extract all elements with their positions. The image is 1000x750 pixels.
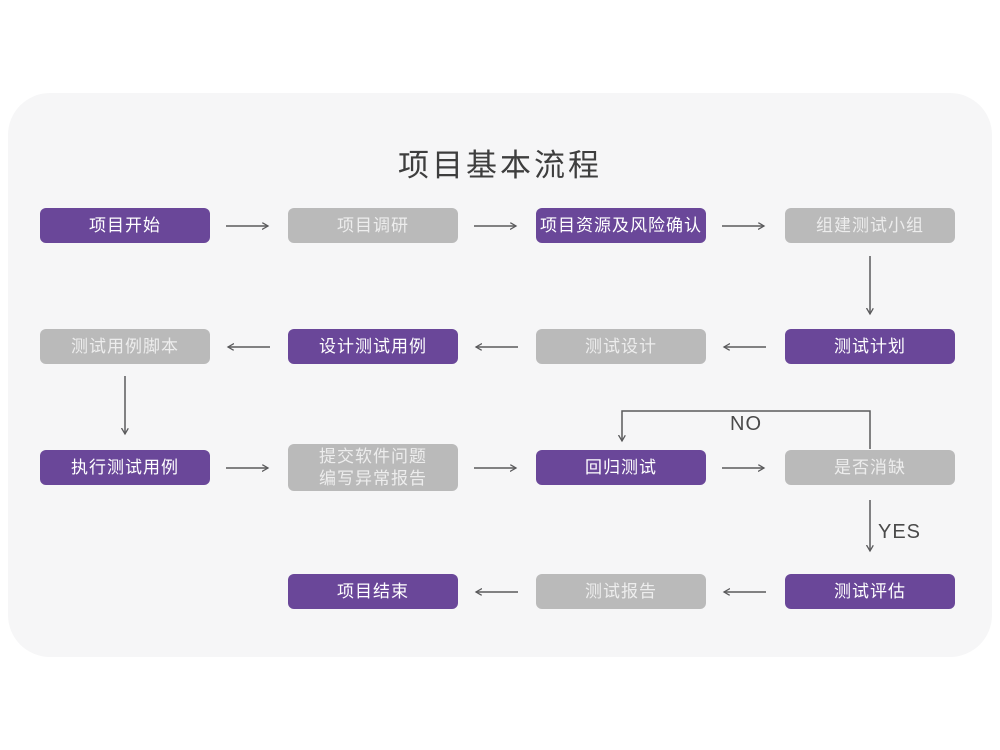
node-test-evaluation: 测试评估	[785, 574, 955, 609]
node-test-plan: 测试计划	[785, 329, 955, 364]
node-test-design: 测试设计	[536, 329, 706, 364]
node-project-research: 项目调研	[288, 208, 458, 243]
node-project-end: 项目结束	[288, 574, 458, 609]
node-execute-test-cases: 执行测试用例	[40, 450, 210, 485]
node-regression-test: 回归测试	[536, 450, 706, 485]
node-design-test-cases: 设计测试用例	[288, 329, 458, 364]
node-defect-cleared: 是否消缺	[785, 450, 955, 485]
node-submit-issue-report: 提交软件问题 编写异常报告	[288, 444, 458, 491]
branch-label-yes: YES	[878, 521, 922, 543]
page-title: 项目基本流程	[398, 148, 602, 183]
node-resources-and-risk: 项目资源及风险确认	[536, 208, 706, 243]
node-test-case-script: 测试用例脚本	[40, 329, 210, 364]
branch-label-no: NO	[730, 413, 762, 435]
node-test-report: 测试报告	[536, 574, 706, 609]
node-project-start: 项目开始	[40, 208, 210, 243]
node-build-test-team: 组建测试小组	[785, 208, 955, 243]
flowchart-card	[8, 93, 992, 657]
